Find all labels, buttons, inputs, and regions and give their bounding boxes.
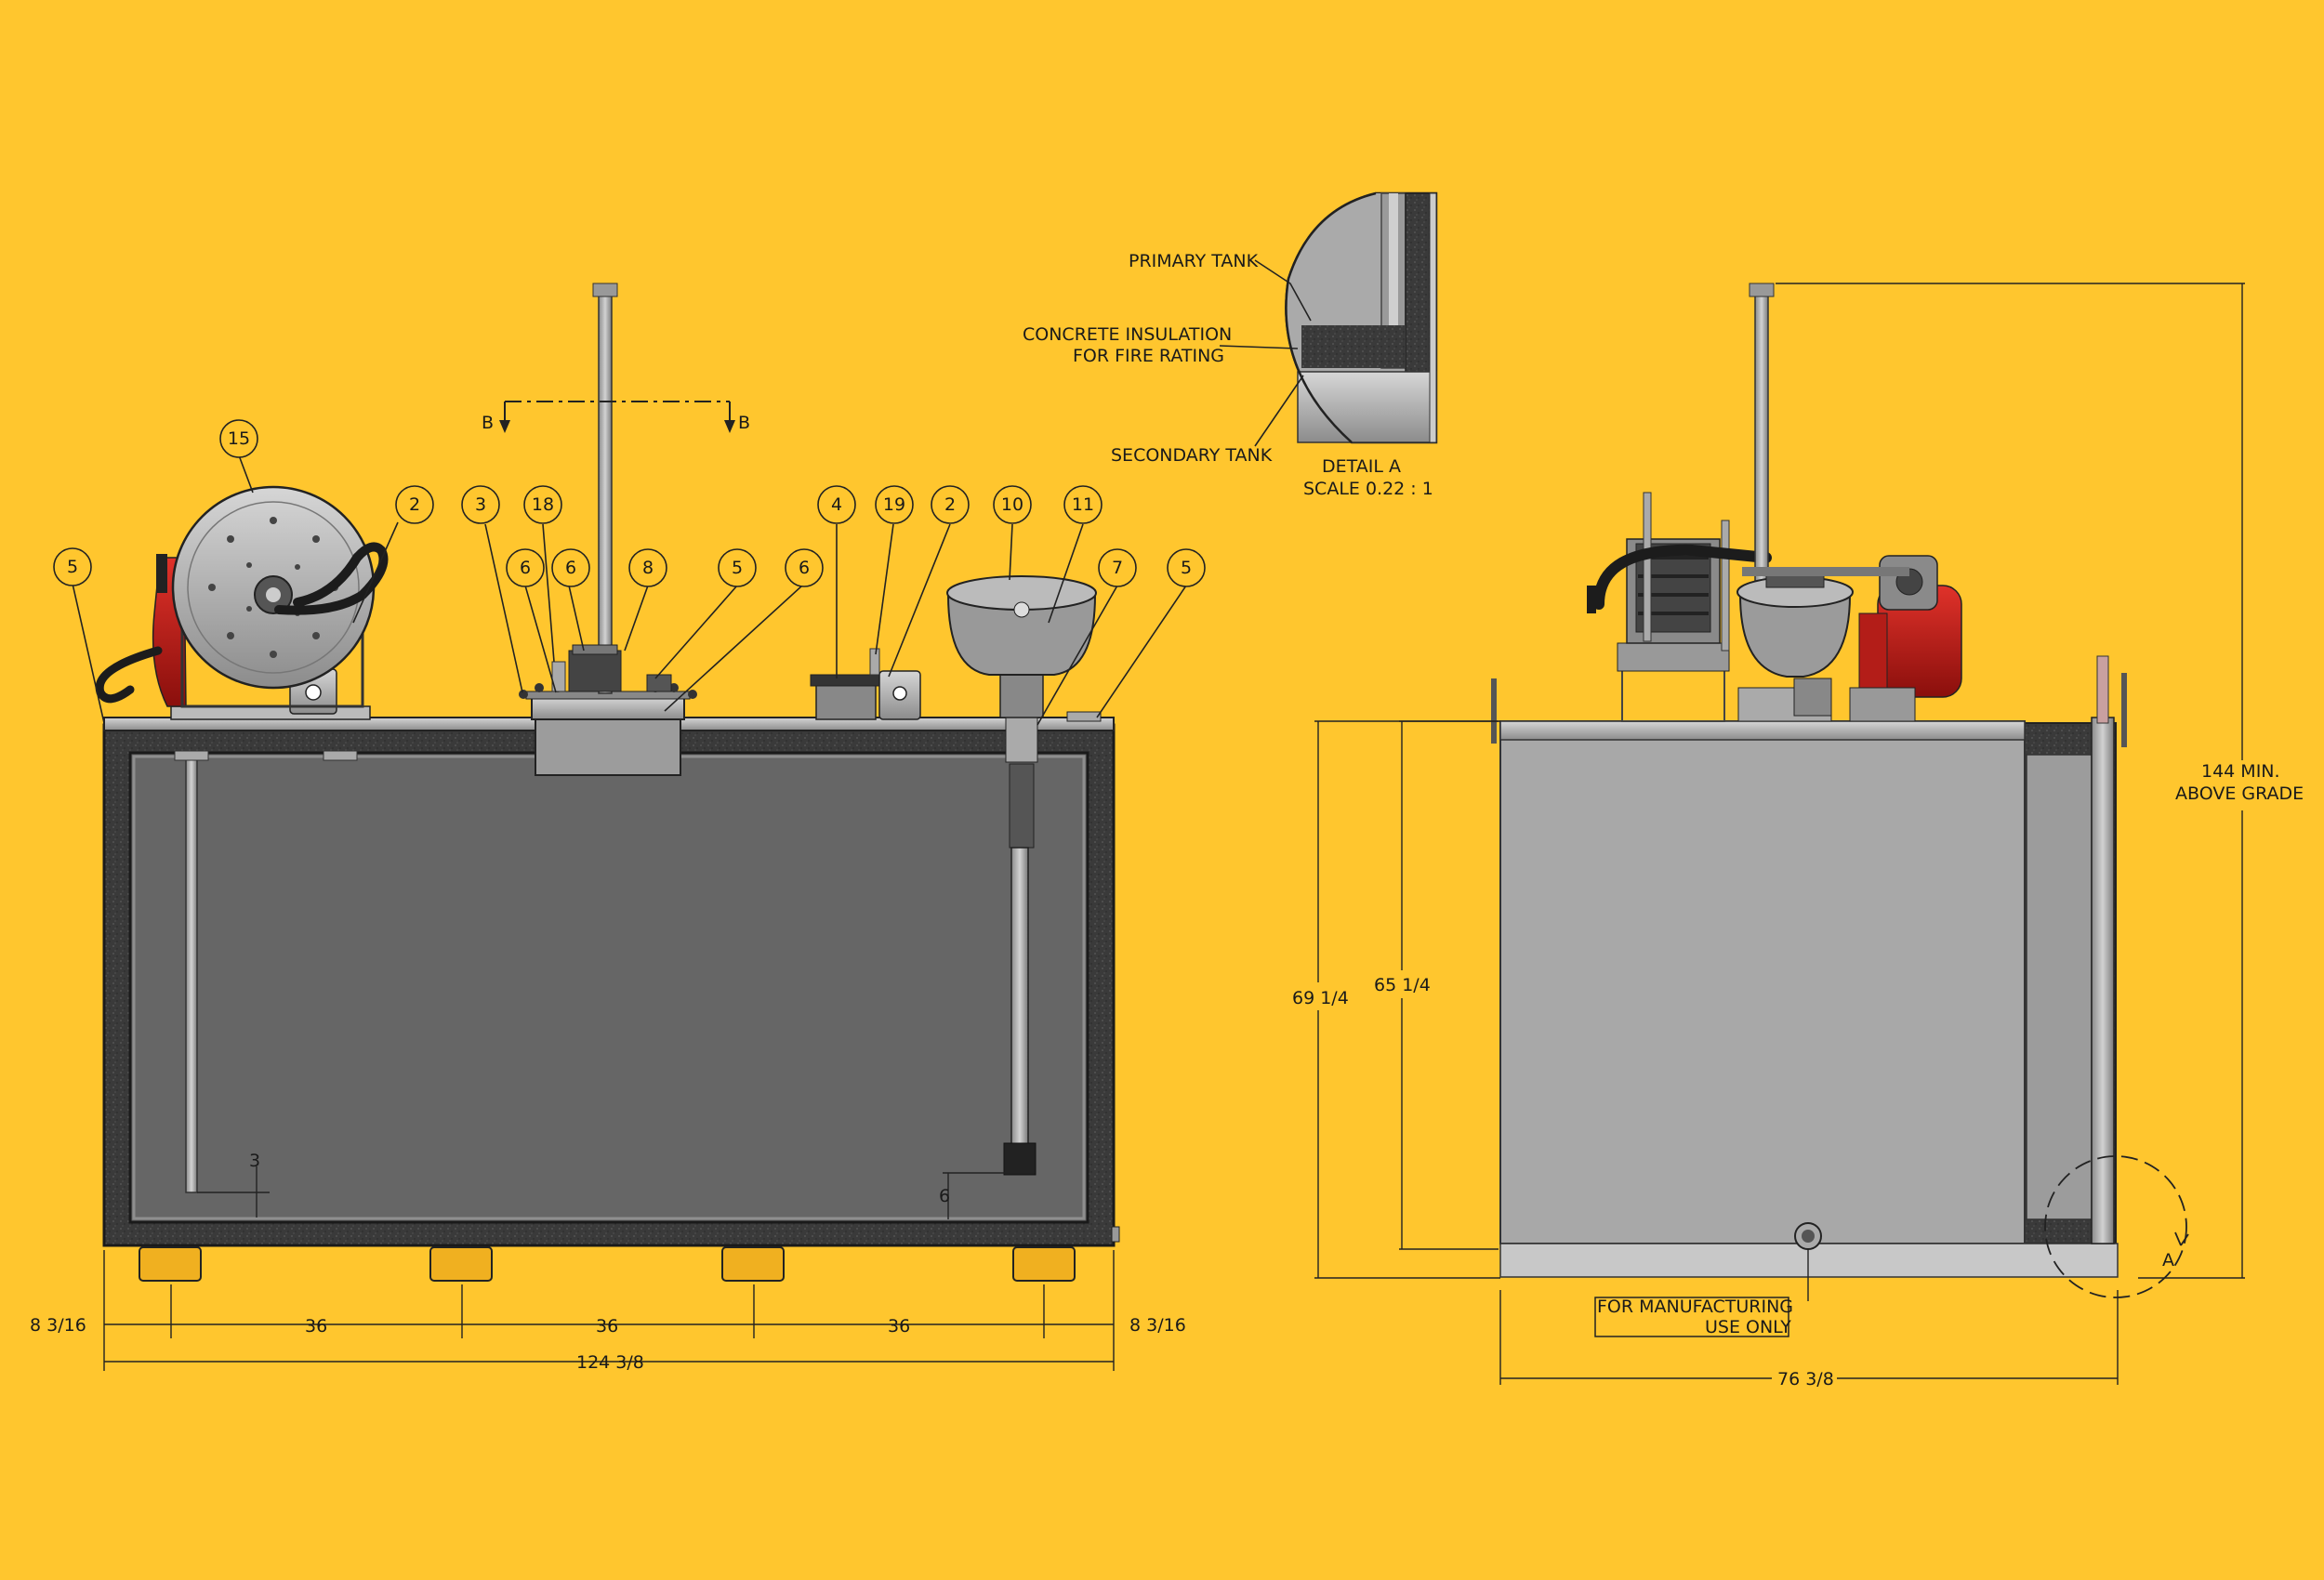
balloon-number: 8 xyxy=(642,558,654,578)
filter-bowl xyxy=(946,594,1097,676)
balloon-number: 18 xyxy=(532,494,554,515)
dim-inner-height: 65 1/4 xyxy=(1374,975,1431,995)
balloon-number: 5 xyxy=(732,558,743,578)
balloon-number: 2 xyxy=(409,494,420,515)
manway-lid xyxy=(531,696,685,720)
balloon-number: 10 xyxy=(1001,494,1023,515)
detail-concrete-line2: FOR FIRE RATING xyxy=(1073,346,1224,366)
balloon-callout: 5 xyxy=(1167,548,1206,587)
balloon-callout: 6 xyxy=(785,548,824,587)
dim-spacing-1: 36 xyxy=(305,1316,327,1336)
balloon-callout: 2 xyxy=(395,485,434,524)
balloon-callouts: 5 15 2 3 18 6 6 8 5 6 4 19 2 10 11 7 5 xyxy=(53,419,1206,587)
section-label-right: B xyxy=(738,413,750,433)
balloon-number: 5 xyxy=(67,557,78,577)
hose xyxy=(274,542,389,615)
balloon-number: 5 xyxy=(1181,558,1192,578)
note-line1: FOR MANUFACTURING xyxy=(1597,1297,1793,1317)
balloon-callout: 11 xyxy=(1063,485,1103,524)
skid-foot xyxy=(1012,1246,1076,1282)
dim-above-grade-line1: 144 MIN. xyxy=(2201,761,2280,782)
balloon-number: 4 xyxy=(831,494,842,515)
balloon-number: 7 xyxy=(1112,558,1123,578)
side-hose xyxy=(1593,544,1772,610)
manway-collar xyxy=(535,717,681,776)
balloon-callout: 19 xyxy=(875,485,914,524)
detail-title: DETAIL A xyxy=(1322,456,1401,477)
balloon-callout: 6 xyxy=(551,548,590,587)
side-filter-bowl xyxy=(1738,594,1852,678)
dim-right-overhang: 8 3/16 xyxy=(1129,1315,1186,1336)
dim-inner-left: 3 xyxy=(249,1151,260,1171)
balloon-number: 2 xyxy=(944,494,956,515)
balloon-number: 15 xyxy=(228,428,250,449)
balloon-number: 6 xyxy=(565,558,576,578)
balloon-callout: 2 xyxy=(931,485,970,524)
vent-pipe xyxy=(598,295,613,694)
front-view: B B 3 6 8 3/16 36 36 36 8 3/16 124 3/8 xyxy=(30,283,1187,1373)
balloon-callout: 5 xyxy=(718,548,757,587)
note-line2: USE ONLY xyxy=(1705,1317,1791,1337)
balloon-callout: 4 xyxy=(817,485,856,524)
skid-foot xyxy=(429,1246,493,1282)
dim-spacing-3: 36 xyxy=(888,1316,910,1336)
skid-foot xyxy=(139,1246,202,1282)
side-vent-pipe xyxy=(1754,293,1769,592)
detail-primary-tank-label: PRIMARY TANK xyxy=(1129,251,1259,271)
balloon-callout: 6 xyxy=(506,548,545,587)
fill-tube xyxy=(185,757,198,1193)
detail-callout-a: A xyxy=(2162,1250,2174,1271)
dim-left-overhang: 8 3/16 xyxy=(30,1315,86,1336)
balloon-callout: 8 xyxy=(628,548,667,587)
dim-inner-right: 6 xyxy=(939,1186,950,1206)
section-label-left: B xyxy=(482,413,494,433)
balloon-number: 19 xyxy=(883,494,905,515)
balloon-callout: 5 xyxy=(53,547,92,586)
suction-tube xyxy=(1010,847,1029,1155)
fitting-18 xyxy=(551,661,566,692)
dim-overall-length: 124 3/8 xyxy=(576,1352,644,1373)
side-view: A 69 1/4 65 1/4 144 MIN. ABOVE GRADE 76 … xyxy=(1292,283,2304,1390)
detail-secondary-tank-label: SECONDARY TANK xyxy=(1111,445,1273,466)
detail-scale: SCALE 0.22 : 1 xyxy=(1303,479,1433,499)
emergency-vent xyxy=(568,650,622,692)
dim-overall-height: 69 1/4 xyxy=(1292,988,1349,1008)
skid-foot xyxy=(721,1246,785,1282)
dim-overall-width: 76 3/8 xyxy=(1777,1369,1834,1389)
detail-a: PRIMARY TANK CONCRETE INSULATION FOR FIR… xyxy=(1023,191,1438,499)
detail-concrete-line1: CONCRETE INSULATION xyxy=(1023,324,1232,345)
foot-valve xyxy=(1003,1142,1037,1176)
primary-tank-interior xyxy=(128,751,1089,1224)
balloon-callout: 15 xyxy=(219,419,258,458)
balloon-callout: 3 xyxy=(461,485,500,524)
fitting-4 xyxy=(815,683,877,720)
detail-circle xyxy=(2044,1155,2187,1298)
balloon-number: 6 xyxy=(799,558,810,578)
tank-side-face xyxy=(1499,720,2026,1244)
dim-above-grade-line2: ABOVE GRADE xyxy=(2175,783,2304,804)
balloon-callout: 10 xyxy=(993,485,1032,524)
balloon-callout: 18 xyxy=(523,485,562,524)
dim-spacing-2: 36 xyxy=(596,1316,618,1336)
balloon-callout: 7 xyxy=(1098,548,1137,587)
balloon-number: 6 xyxy=(520,558,531,578)
balloon-number: 3 xyxy=(475,494,486,515)
note-box xyxy=(1594,1297,1789,1337)
balloon-number: 11 xyxy=(1072,494,1094,515)
